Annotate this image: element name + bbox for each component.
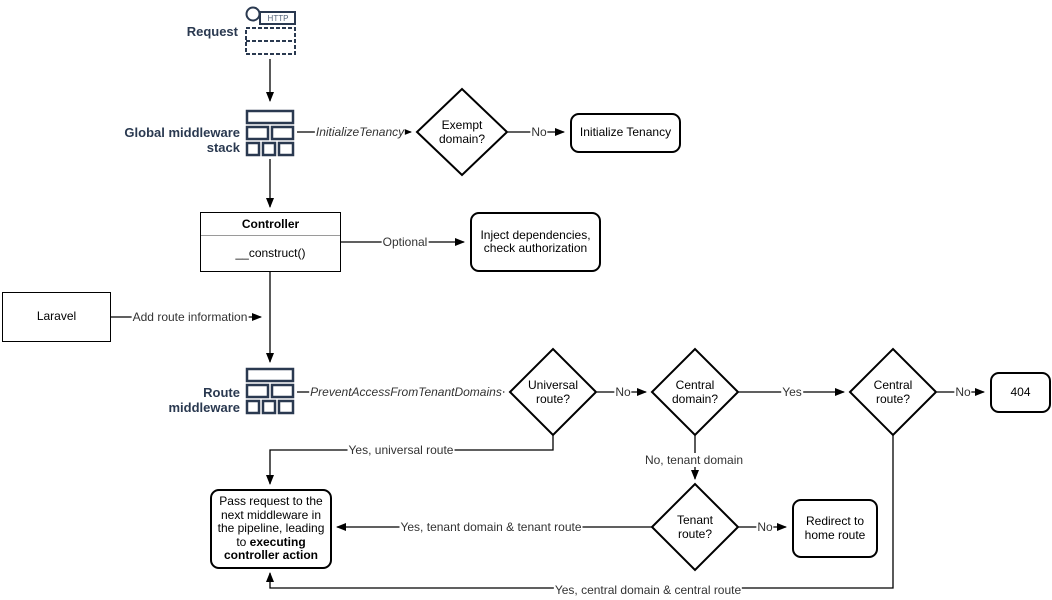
laravel-node: Laravel [2,292,111,342]
http-icon-text: HTTP [268,14,289,23]
edge-label-universal-yes: Yes, universal route [347,443,455,457]
edge-label-central-yes: Yes, central domain & central route [553,583,743,597]
edge-label-tenant-domain-no: No, tenant domain [643,453,745,467]
initialize-tenancy-node: Initialize Tenancy [570,113,681,153]
route-middleware-label: Route middleware [168,385,240,415]
not-found-node: 404 [990,372,1051,413]
central-domain-decision [650,347,740,437]
edge-label-add-route-information: Add route information [131,310,249,324]
edge-label-initialize-tenancy: InitializeTenancy [314,125,406,139]
edge-label-optional: Optional [381,235,429,249]
laravel-text: Laravel [36,309,77,324]
route-middleware-stack-icon [245,367,295,415]
universal-route-decision [508,347,598,437]
edge-label-exempt-no: No [530,125,548,139]
exempt-domain-decision [415,87,509,177]
pass-request-text: Pass request to the next middleware in t… [217,494,325,563]
controller-method: __construct() [235,246,306,260]
central-domain-label: Central domain? [671,378,719,406]
redirect-home-text: Redirect to home route [804,514,866,542]
tenant-route-label: Tenant route? [676,513,714,541]
redirect-home-node: Redirect to home route [792,499,878,558]
central-route-decision [848,347,938,437]
exempt-domain-label: Exempt domain? [438,118,486,146]
global-middleware-stack-label: Global middleware stack [124,125,240,155]
controller-node: Controller __construct() [200,212,341,272]
http-request-icon: HTTP [245,6,296,55]
edge-label-central-route-no: No [954,385,972,399]
edge-label-central-domain-yes: Yes [781,385,803,399]
inject-dependencies-node: Inject dependencies, check authorization [470,212,601,272]
universal-route-label: Universal route? [527,378,578,406]
central-route-label: Central route? [873,378,913,406]
tenant-route-decision [650,482,740,572]
request-label: Request [186,24,238,39]
edge-label-universal-no: No [614,385,632,399]
pass-request-bold-text: executing controller action [223,534,318,563]
not-found-text: 404 [1010,384,1031,399]
edge-label-tenant-no: No [756,520,774,534]
initialize-tenancy-text: Initialize Tenancy [579,125,672,140]
edge-label-prevent-access: PreventAccessFromTenantDomains [309,385,503,399]
edge-label-tenant-yes: Yes, tenant domain & tenant route [399,520,583,534]
global-middleware-stack-icon [245,109,295,157]
pass-request-node: Pass request to the next middleware in t… [210,489,332,569]
inject-dependencies-text: Inject dependencies, check authorization [480,227,591,255]
controller-title: Controller [201,213,340,236]
